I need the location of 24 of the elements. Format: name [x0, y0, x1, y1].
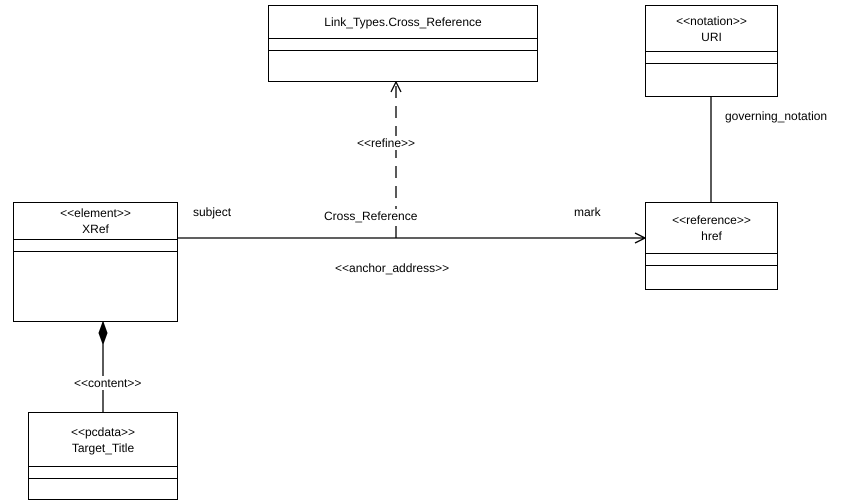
class-name: Target_Title	[72, 440, 134, 456]
class-name: XRef	[82, 221, 109, 237]
class-name: href	[701, 228, 722, 244]
class-box	[645, 202, 778, 290]
stereotype-label: <<pcdata>>	[70, 424, 136, 440]
stereotype-label: <<element>>	[60, 205, 131, 221]
arrow	[178, 232, 646, 244]
stereotype-label: <<anchor_address>>	[335, 261, 450, 275]
association-line	[710, 97, 712, 202]
edge-label: Cross_Reference	[322, 209, 420, 223]
class-box	[645, 5, 778, 97]
class-box	[268, 5, 538, 82]
role-label: subject	[193, 205, 232, 219]
edge-label: <<content>>	[72, 376, 144, 390]
class-name: Link_Types.Cross_Reference	[324, 14, 482, 30]
dashed-arrow	[390, 81, 402, 238]
edge-label: governing_notation	[723, 109, 830, 123]
class-box	[28, 412, 178, 500]
class-name: URI	[701, 28, 722, 44]
edge-label: <<refine>>	[355, 136, 418, 150]
stereotype-label: <<notation>>	[676, 12, 747, 28]
stereotype-label: <<reference>>	[672, 212, 751, 228]
class-box	[13, 202, 178, 322]
role-label: mark	[574, 205, 601, 219]
